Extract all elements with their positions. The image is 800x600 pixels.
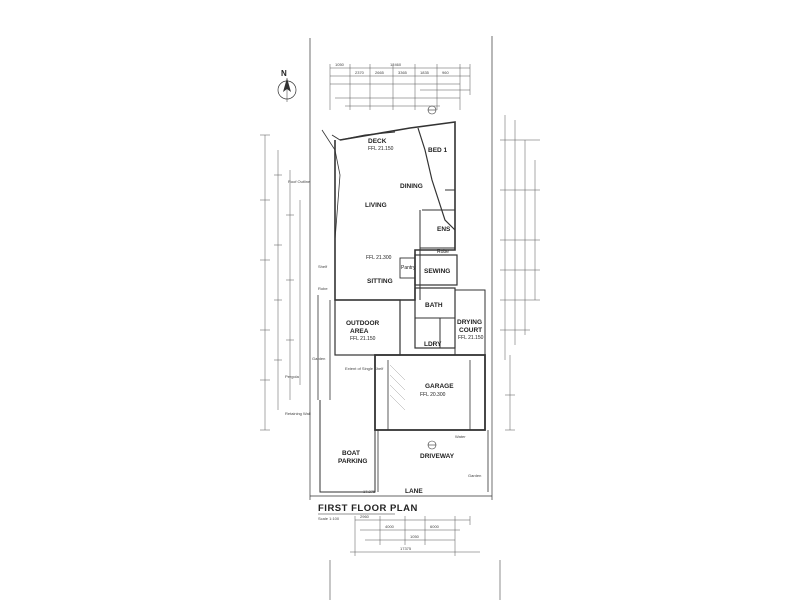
note-shelf: Shelf — [318, 264, 328, 269]
room-driveway: DRIVEWAY — [420, 453, 455, 460]
plan-scale: Scale 1:100 — [318, 516, 340, 521]
bottom-dim-2: 4000 — [385, 524, 395, 529]
room-bed-1: BED 1 — [428, 147, 448, 154]
top-dim-5: 1835 — [420, 70, 430, 75]
room-ldry: LDRY — [424, 341, 442, 348]
note-garden: Garden — [312, 356, 325, 361]
north-arrow: N — [277, 69, 297, 102]
room-drying: DRYING — [457, 319, 482, 326]
top-dim-2: 2370 — [355, 70, 365, 75]
plan-title: FIRST FLOOR PLAN — [318, 503, 418, 514]
room-robe: Robe — [437, 249, 449, 255]
note-retaining: Retaining Wall — [285, 411, 311, 416]
top-dim-4: 3365 — [398, 70, 408, 75]
note-garden-2: Garden — [468, 473, 481, 478]
bottom-dimensions: 2960 4000 1050 6000 17375 — [350, 514, 480, 556]
outdoor-level: FFL 21.150 — [350, 336, 376, 342]
left-dimensions — [260, 134, 301, 431]
room-pantry: Pantry — [401, 265, 416, 271]
deck-level: FFL 21.150 — [368, 146, 394, 152]
room-living: LIVING — [365, 202, 387, 209]
right-dimensions — [500, 115, 540, 431]
lane-dimension: 17.375 — [363, 489, 376, 494]
section-marker-bottom — [427, 440, 437, 450]
garage-hatch — [389, 364, 406, 411]
living-level: FFL 21.300 — [366, 255, 392, 261]
room-garage: GARAGE — [425, 383, 454, 390]
top-dim-3: 2665 — [375, 70, 385, 75]
top-dim-1: 1050 — [335, 62, 345, 67]
room-parking: PARKING — [338, 458, 368, 465]
garage-level: FFL 20.300 — [420, 392, 446, 398]
note-water: Water — [455, 434, 466, 439]
note-pergola: Pergola — [285, 374, 300, 379]
bottom-dim-4: 6000 — [430, 524, 440, 529]
top-dimensions: 1050 2370 2665 3365 1835 960 12460 — [329, 62, 471, 110]
drying-level: FFL 21.150 — [458, 335, 484, 341]
house-walls — [317, 121, 489, 493]
room-deck: DECK — [368, 138, 387, 145]
note-roof-outline: Roof Outline — [288, 179, 311, 184]
room-sewing: SEWING — [424, 268, 450, 275]
bottom-dim-total: 17375 — [400, 546, 412, 551]
bottom-dim-3: 1050 — [410, 534, 420, 539]
note-extent: Extent of Single Shelf — [345, 366, 384, 371]
section-marker-top — [427, 105, 437, 115]
room-sitting: SITTING — [367, 278, 393, 285]
room-area: AREA — [350, 328, 369, 335]
room-dining: DINING — [400, 183, 423, 190]
room-outdoor: OUTDOOR — [346, 320, 380, 327]
top-dim-6: 960 — [442, 70, 449, 75]
room-court: COURT — [459, 327, 482, 334]
bottom-dim-1: 2960 — [360, 514, 370, 519]
lane-label: LANE — [405, 488, 423, 495]
top-dim-total: 12460 — [390, 62, 402, 67]
note-robe: Robe — [318, 286, 328, 291]
room-ens: ENS — [437, 226, 451, 233]
north-label: N — [281, 69, 287, 78]
room-bath: BATH — [425, 302, 443, 309]
room-boat: BOAT — [342, 450, 360, 457]
